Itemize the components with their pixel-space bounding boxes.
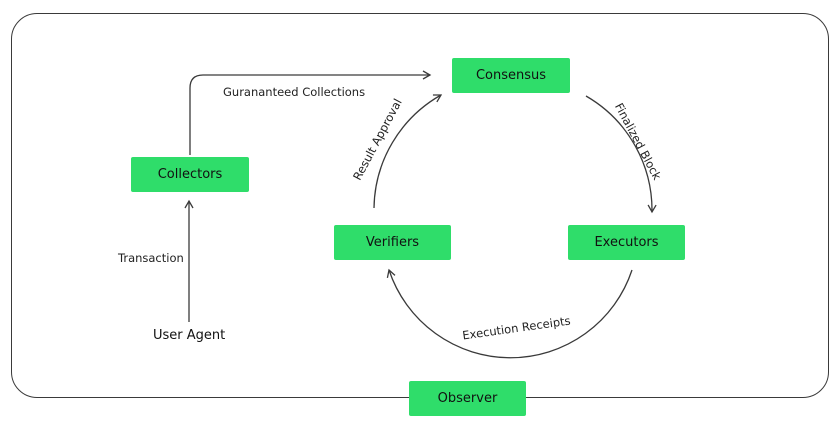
observer-node: Observer: [409, 381, 526, 416]
consensus-node: Consensus: [452, 58, 570, 93]
user-agent-label: User Agent: [153, 328, 226, 343]
result-approval-arrow: [373, 94, 443, 209]
verifiers-node: Verifiers: [334, 225, 451, 260]
guaranteed-collections-arrow: [189, 70, 432, 155]
transaction-label: Transaction: [118, 251, 184, 265]
guaranteed-collections-label: Gurananteed Collections: [223, 85, 366, 99]
executors-node: Executors: [568, 225, 685, 260]
collectors-node: Collectors: [131, 157, 249, 192]
finalized-block-arrow: [585, 95, 657, 214]
execution-receipts-arrow: [386, 268, 633, 359]
